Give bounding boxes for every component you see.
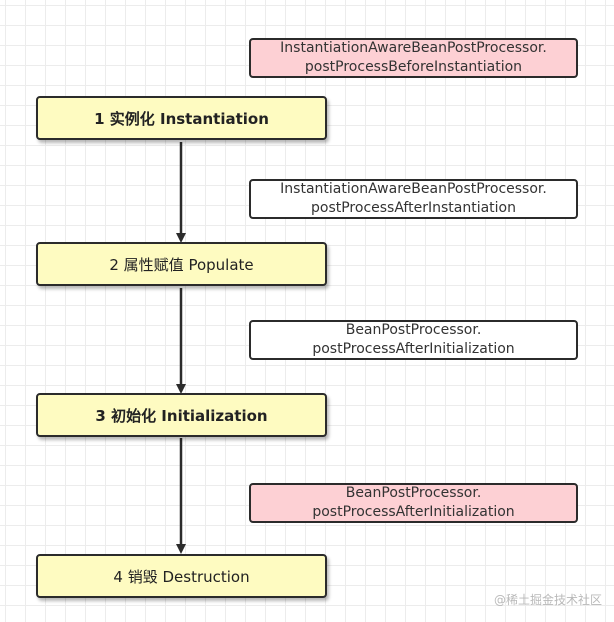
note-before-instantiation: InstantiationAwareBeanPostProcessor. pos… xyxy=(249,38,578,78)
watermark: @稀土掘金技术社区 xyxy=(493,593,602,607)
stage-populate: 2 属性赋值 Populate xyxy=(36,242,327,286)
note-line: postProcessAfterInstantiation xyxy=(311,200,516,216)
note-after-instantiation: InstantiationAwareBeanPostProcessor. pos… xyxy=(249,179,578,219)
note-bean-post-processor-1: BeanPostProcessor. postProcessAfterIniti… xyxy=(249,320,578,360)
stage-destruction: 4 销毁 Destruction xyxy=(36,554,327,598)
note-line: postProcessBeforeInstantiation xyxy=(304,59,523,75)
note-line: InstantiationAwareBeanPostProcessor. xyxy=(280,181,547,197)
note-line: postProcessAfterInitialization xyxy=(312,504,515,520)
note-line: BeanPostProcessor. xyxy=(345,485,482,501)
note-line: InstantiationAwareBeanPostProcessor. xyxy=(280,40,547,56)
stage-initialization: 3 初始化 Initialization xyxy=(36,393,327,437)
note-line: BeanPostProcessor. xyxy=(345,322,482,338)
note-bean-post-processor-2: BeanPostProcessor. postProcessAfterIniti… xyxy=(249,483,578,523)
stage-instantiation: 1 实例化 Instantiation xyxy=(36,96,327,140)
note-line: postProcessAfterInitialization xyxy=(312,341,515,357)
